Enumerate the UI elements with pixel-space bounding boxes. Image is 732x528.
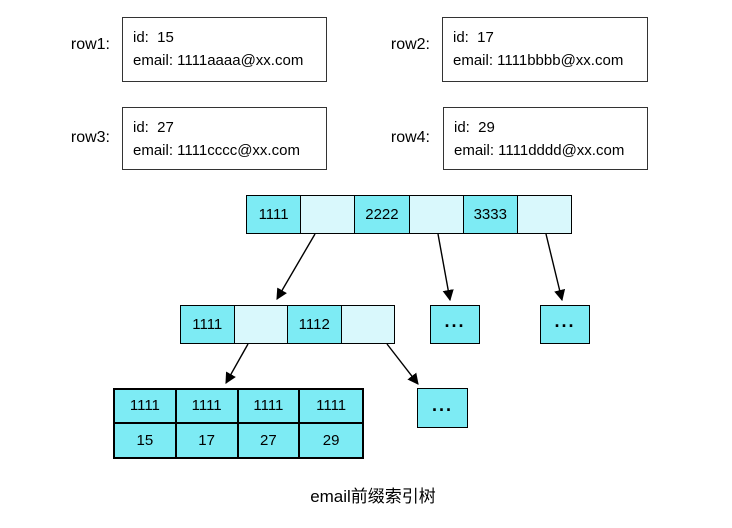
leaf-prefix-cell: 1111	[115, 390, 177, 424]
leaf-id-cell: 29	[322, 431, 340, 449]
diagram-caption: email前缀索引树	[310, 487, 436, 506]
arrow-mid-to-leaf-table	[225, 343, 249, 384]
leaf-id-cell: 15	[115, 423, 177, 457]
record-id-line: id: 27	[133, 119, 174, 136]
mid-ellipsis-node-1: ...	[430, 305, 480, 344]
record-email-line: email: 1111cccc@xx.com	[133, 142, 300, 159]
leaf-ellipsis-node: ...	[417, 388, 468, 428]
record-box-row3: id: 27 email: 1111cccc@xx.com	[122, 107, 327, 170]
record-email-line: email: 1111aaaa@xx.com	[133, 52, 304, 69]
record-email-line: email: 1111bbbb@xx.com	[453, 52, 624, 69]
record-label-row4: row4:	[390, 129, 430, 146]
tree-root-node: 1111 2222 3333	[246, 195, 572, 234]
mid-cell-1111: 1111	[181, 306, 235, 343]
record-label-row1: row1:	[70, 36, 110, 53]
root-cell-empty	[517, 196, 572, 233]
mid-cell-empty	[234, 306, 288, 343]
root-cell-2222: 2222	[355, 196, 410, 233]
record-id-line: id: 15	[133, 29, 174, 46]
leaf-id-cell: 27	[239, 423, 301, 457]
arrow-root-to-mid-ellipsis-1	[437, 233, 454, 302]
mid-cell-empty	[341, 306, 394, 343]
record-label-row2: row2:	[390, 36, 430, 53]
record-box-row2: id: 17 email: 1111bbbb@xx.com	[442, 17, 648, 82]
tree-mid-node: 1111 1112	[180, 305, 395, 344]
record-id-line: id: 17	[453, 29, 494, 46]
arrow-mid-to-leaf-ellipsis	[386, 343, 419, 385]
leaf-id-cell: 17	[177, 423, 239, 457]
leaf-prefix-cell: 1111	[238, 390, 301, 424]
mid-ellipsis-node-2: ...	[540, 305, 590, 344]
root-cell-empty	[409, 196, 464, 233]
leaf-prefix-cell: 1111	[300, 390, 362, 424]
record-label-row3: row3:	[70, 129, 110, 146]
record-email-line: email: 1111dddd@xx.com	[454, 142, 625, 159]
root-cell-1111: 1111	[247, 196, 302, 233]
root-cell-3333: 3333	[463, 196, 518, 233]
record-id-line: id: 29	[454, 119, 495, 136]
leaf-prefix-cell: 1111	[176, 390, 239, 424]
arrow-root-to-mid-ellipsis-2	[545, 233, 566, 302]
mid-cell-1112: 1112	[288, 306, 342, 343]
root-cell-empty	[301, 196, 356, 233]
record-box-row4: id: 29 email: 1111dddd@xx.com	[443, 107, 648, 170]
arrow-root-to-mid-node	[276, 233, 316, 300]
leaf-node-table: 1111 1111 1111 1111 15 17 27 29	[113, 388, 364, 459]
record-box-row1: id: 15 email: 1111aaaa@xx.com	[122, 17, 327, 82]
